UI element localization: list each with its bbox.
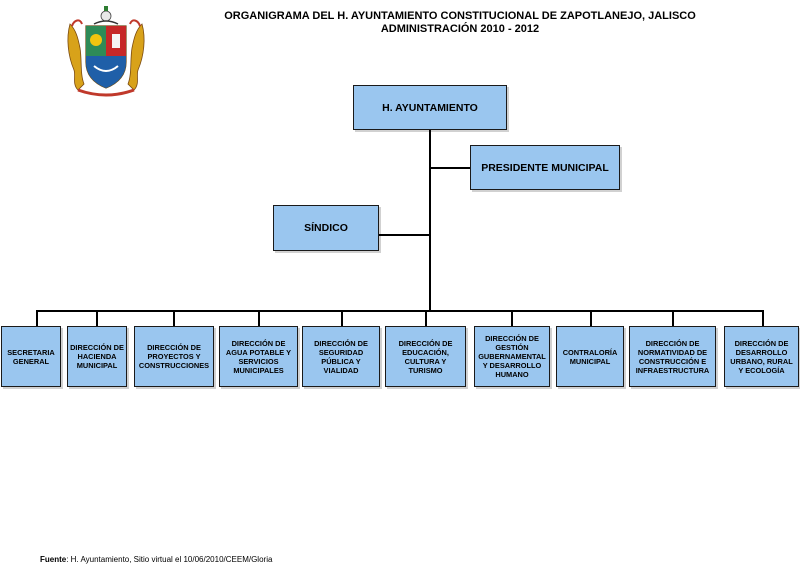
- footer-text: : H. Ayuntamiento, Sitio virtual el 10/0…: [66, 555, 273, 564]
- dept-box-label: DIRECCIÓN DE DESARROLLO URBANO, RURAL Y …: [730, 338, 793, 375]
- dept-box-proyectos: DIRECCIÓN DE PROYECTOS Y CONSTRUCCIONES: [134, 326, 214, 387]
- org-box-label: PRESIDENTE MUNICIPAL: [481, 161, 609, 174]
- dept-drop-line: [425, 310, 427, 326]
- dept-box-contraloria: CONTRALORÍA MUNICIPAL: [556, 326, 624, 387]
- dept-drop-line: [258, 310, 260, 326]
- org-box-label: SÍNDICO: [304, 222, 348, 234]
- dept-box-normatividad: DIRECCIÓN DE NORMATIVIDAD DE CONSTRUCCIÓ…: [629, 326, 716, 387]
- dept-box-seguridad: DIRECCIÓN DE SEGURIDAD PÚBLICA Y VIALIDA…: [302, 326, 380, 387]
- dept-drop-line: [511, 310, 513, 326]
- dept-box-label: SECRETARIA GENERAL: [7, 347, 55, 366]
- coat-of-arms-logo: [67, 6, 145, 97]
- dept-box-hacienda: DIRECCIÓN DE HACIENDA MUNICIPAL: [67, 326, 127, 387]
- dept-box-label: DIRECCIÓN DE PROYECTOS Y CONSTRUCCIONES: [138, 343, 210, 370]
- org-box-label: H. AYUNTAMIENTO: [382, 101, 478, 114]
- dept-drop-line: [590, 310, 592, 326]
- dept-box-label: DIRECCIÓN DE AGUA POTABLE Y SERVICIOS MU…: [225, 338, 292, 375]
- dept-box-agua-potable: DIRECCIÓN DE AGUA POTABLE Y SERVICIOS MU…: [219, 326, 298, 387]
- dept-box-gestion: DIRECCIÓN DE GESTIÓN GUBERNAMENTAL Y DES…: [474, 326, 550, 387]
- sindico-connector: [378, 234, 430, 236]
- dept-drop-line: [96, 310, 98, 326]
- dept-box-label: DIRECCIÓN DE NORMATIVIDAD DE CONSTRUCCIÓ…: [635, 338, 710, 375]
- dept-box-label: CONTRALORÍA MUNICIPAL: [562, 347, 618, 366]
- dept-drop-line: [173, 310, 175, 326]
- dept-box-label: DIRECCIÓN DE SEGURIDAD PÚBLICA Y VIALIDA…: [314, 338, 368, 375]
- dept-drop-line: [762, 310, 764, 326]
- org-box-sindico: SÍNDICO: [273, 205, 379, 251]
- dept-box-secretaria: SECRETARIA GENERAL: [1, 326, 61, 387]
- page-title: ORGANIGRAMA DEL H. AYUNTAMIENTO CONSTITU…: [150, 10, 770, 36]
- org-box-ayuntamiento: H. AYUNTAMIENTO: [353, 85, 507, 130]
- dept-drop-line: [341, 310, 343, 326]
- dept-box-label: DIRECCIÓN DE HACIENDA MUNICIPAL: [70, 343, 124, 370]
- dept-box-label: DIRECCIÓN DE EDUCACIÓN, CULTURA Y TURISM…: [398, 338, 453, 375]
- main-trunk-line: [429, 130, 431, 312]
- dept-drop-line: [36, 310, 38, 326]
- dept-box-educacion: DIRECCIÓN DE EDUCACIÓN, CULTURA Y TURISM…: [385, 326, 466, 387]
- dept-box-desarrollo-urbano: DIRECCIÓN DE DESARROLLO URBANO, RURAL Y …: [724, 326, 799, 387]
- org-box-presidente: PRESIDENTE MUNICIPAL: [470, 145, 620, 190]
- title-line-1: ORGANIGRAMA DEL H. AYUNTAMIENTO CONSTITU…: [224, 10, 696, 22]
- dept-drop-line: [672, 310, 674, 326]
- president-connector: [430, 167, 470, 169]
- title-line-2: ADMINISTRACIÓN 2010 - 2012: [380, 23, 540, 35]
- departments-bus-line: [36, 310, 764, 312]
- footer-label: Fuente: [40, 555, 67, 564]
- dept-box-label: DIRECCIÓN DE GESTIÓN GUBERNAMENTAL Y DES…: [478, 334, 546, 379]
- source-footer: Fuente: H. Ayuntamiento, Sitio virtual e…: [40, 555, 272, 564]
